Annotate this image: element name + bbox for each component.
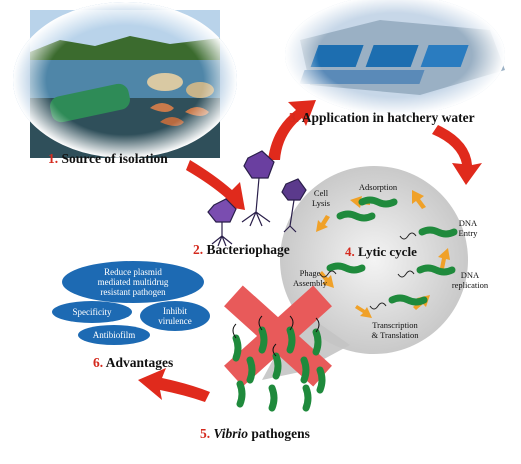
advantage-specificity: Specificity bbox=[52, 301, 132, 323]
arrow-hatchery-to-cycle bbox=[432, 125, 482, 185]
step-text: Lytic cycle bbox=[358, 244, 417, 259]
cycle-bacteria bbox=[326, 196, 458, 306]
stage-cell-lysis-line1: Cell bbox=[313, 188, 329, 198]
step-source-label: 1. Source of isolation bbox=[48, 151, 168, 167]
step-text: Application in hatchery water bbox=[301, 110, 475, 125]
bacteriophage-group bbox=[207, 150, 307, 247]
arrow-pathogen-to-advantages bbox=[138, 368, 210, 402]
stage-phage-assembly-line2: Assembly bbox=[293, 278, 327, 288]
arrow-source-to-phage bbox=[186, 160, 245, 210]
advantage-reduce-plasmid: Reduce plasmid mediated multidrug resist… bbox=[62, 261, 204, 303]
arrow-phage-to-hatchery bbox=[268, 100, 316, 160]
step-text: Bacteriophage bbox=[206, 242, 290, 257]
stage-adsorption: Adsorption bbox=[350, 182, 406, 192]
step-number: 3. bbox=[289, 110, 300, 125]
step-text: pathogens bbox=[248, 426, 310, 441]
advantage-inhibit-virulence: Inhibit virulence bbox=[140, 301, 210, 331]
flow-arrows bbox=[138, 100, 482, 402]
stage-dna-replication-line2: replication bbox=[451, 280, 489, 290]
advantage-plasmid-line3: resistant pathogen bbox=[100, 287, 166, 297]
stage-dna-replication: DNA replication bbox=[440, 270, 500, 290]
stage-cell-lysis: Cell Lysis bbox=[306, 188, 336, 208]
step-number: 4. bbox=[345, 244, 355, 259]
step-text: Source of isolation bbox=[61, 151, 168, 166]
advantage-plasmid-line2: mediated multidrug bbox=[97, 277, 169, 287]
step-text: Advantages bbox=[105, 355, 174, 370]
stage-phage-assembly-line1: Phage bbox=[299, 268, 321, 278]
source-photo bbox=[13, 2, 237, 158]
vibrio-pathogens bbox=[224, 285, 332, 412]
stage-dna-entry: DNA Entry bbox=[448, 218, 488, 238]
step-application-label: 3. Application in hatchery water bbox=[289, 110, 475, 126]
advantage-inhibit-line1: Inhibit bbox=[162, 306, 187, 316]
cycle-dna bbox=[319, 232, 417, 310]
phage-2 bbox=[241, 150, 275, 227]
stage-transcription-line2: & Translation bbox=[371, 330, 419, 340]
cycle-arrows bbox=[316, 190, 450, 318]
step-number: 6. bbox=[93, 355, 104, 370]
stage-phage-assembly: Phage Assembly bbox=[288, 268, 332, 288]
phage-1 bbox=[207, 198, 237, 247]
step-number: 5. bbox=[200, 426, 211, 441]
stage-transcription: Transcription & Translation bbox=[360, 320, 430, 340]
stage-dna-entry-line1: DNA bbox=[458, 218, 478, 228]
step-vibrio-label: 5. Vibrio pathogens bbox=[200, 426, 310, 442]
phage-3 bbox=[281, 178, 307, 233]
advantage-specificity-text: Specificity bbox=[72, 307, 112, 317]
advantage-inhibit-line2: virulence bbox=[158, 316, 192, 326]
advantage-antibiofilm: Antibiofilm bbox=[78, 325, 150, 345]
advantage-plasmid-line1: Reduce plasmid bbox=[104, 267, 162, 277]
stage-cell-lysis-line2: Lysis bbox=[312, 198, 330, 208]
stage-dna-replication-line1: DNA bbox=[460, 270, 480, 280]
stage-transcription-line1: Transcription bbox=[372, 320, 418, 330]
stage-adsorption-text: Adsorption bbox=[358, 182, 398, 192]
advantage-antibiofilm-text: Antibiofilm bbox=[92, 330, 136, 340]
stage-dna-entry-line2: Entry bbox=[458, 228, 478, 238]
step-phage-label: 2. Bacteriophage bbox=[193, 242, 290, 258]
hatchery-photo bbox=[285, 0, 505, 115]
step-lytic-label: 4. Lytic cycle bbox=[345, 244, 417, 260]
step-italic: Vibrio bbox=[213, 426, 249, 441]
step-number: 1. bbox=[48, 151, 59, 166]
step-number: 2. bbox=[193, 242, 204, 257]
step-advantages-label: 6. Advantages bbox=[93, 355, 173, 371]
